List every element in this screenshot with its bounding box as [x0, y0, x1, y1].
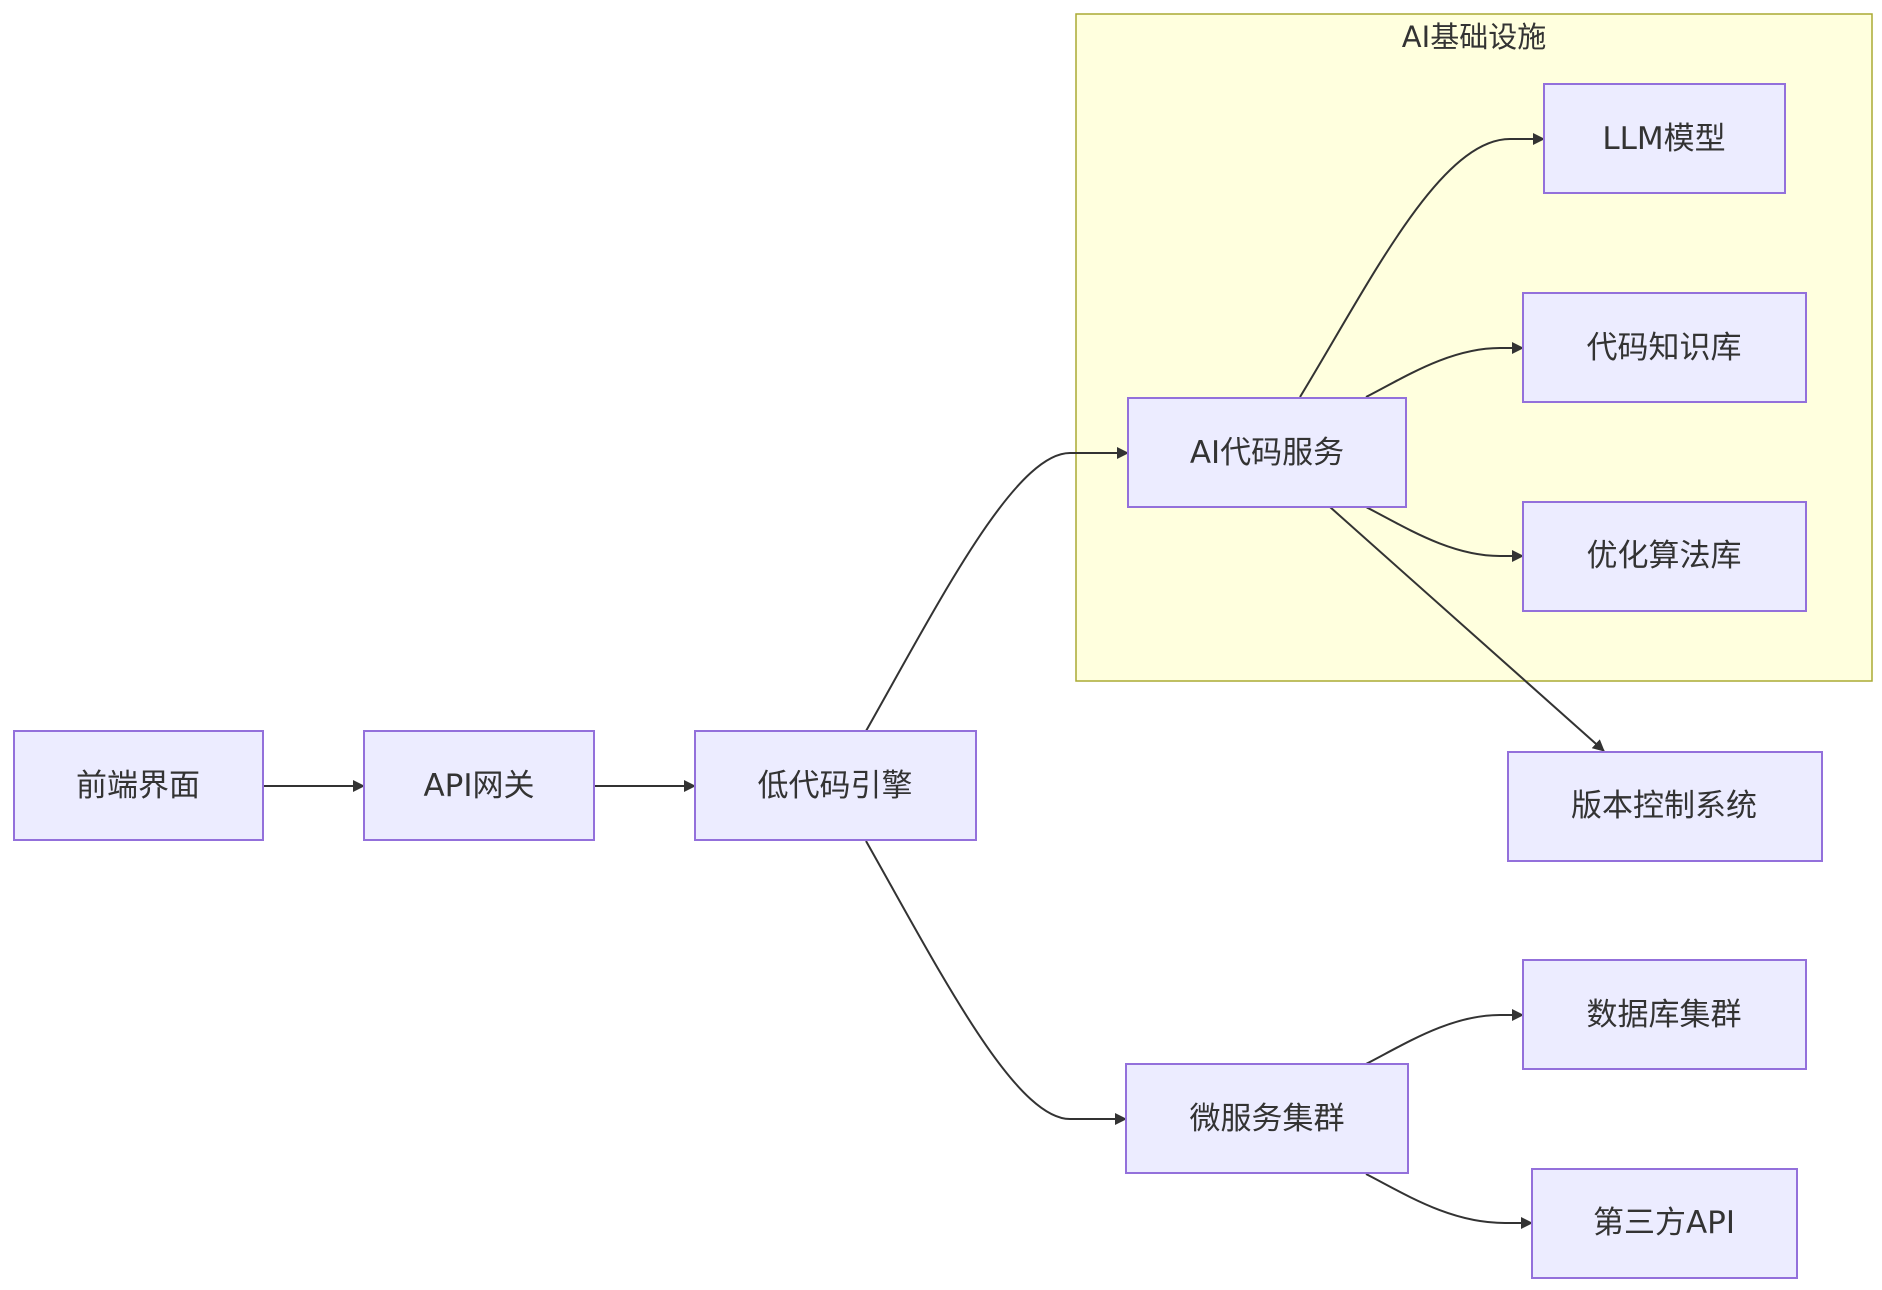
- node-label: LLM模型: [1602, 121, 1725, 157]
- node-label: 版本控制系统: [1571, 788, 1757, 824]
- edge-ai-code-llm: [1299, 133, 1545, 398]
- node-lowcode: 低代码引擎: [694, 730, 977, 841]
- node-label: 前端界面: [76, 768, 200, 804]
- node-label: API网关: [423, 768, 534, 804]
- node-label: 代码知识库: [1587, 330, 1742, 366]
- node-box: [1522, 501, 1807, 612]
- node-box: [1543, 83, 1786, 194]
- node-label: 优化算法库: [1587, 538, 1742, 574]
- node-label: 微服务集群: [1190, 1101, 1345, 1137]
- edge-ai-code-vcs: [1329, 506, 1605, 752]
- node-micro: 微服务集群: [1125, 1063, 1409, 1174]
- node-label: 数据库集群: [1587, 997, 1742, 1033]
- node-vcs: 版本控制系统: [1507, 751, 1823, 862]
- node-box: [1507, 751, 1823, 862]
- node-ai-code: AI代码服务: [1127, 397, 1407, 508]
- node-box: [1125, 1063, 1409, 1174]
- cluster-label: AI基础设施: [1402, 20, 1546, 54]
- node-box: [1522, 959, 1807, 1070]
- edge-lowcode-ai-code: [865, 447, 1129, 732]
- node-optimize: 优化算法库: [1522, 501, 1807, 612]
- node-box: [13, 730, 264, 841]
- node-box: [1127, 397, 1407, 508]
- node-thirdparty: 第三方API: [1531, 1168, 1798, 1279]
- node-label: AI代码服务: [1190, 435, 1344, 471]
- edge-micro-database: [1365, 1009, 1524, 1065]
- edge-micro-thirdparty: [1365, 1173, 1533, 1229]
- node-label: 第三方API: [1593, 1205, 1735, 1241]
- node-box: [1522, 292, 1807, 403]
- node-llm: LLM模型: [1543, 83, 1786, 194]
- node-gateway: API网关: [363, 730, 595, 841]
- edge-lowcode-micro: [865, 840, 1127, 1125]
- node-database: 数据库集群: [1522, 959, 1807, 1070]
- node-label: 低代码引擎: [758, 768, 913, 804]
- node-box: [363, 730, 595, 841]
- edge-ai-code-optimize: [1365, 506, 1524, 562]
- edge-ai-code-knowledge: [1365, 342, 1524, 398]
- edges: [263, 133, 1605, 1229]
- node-frontend: 前端界面: [13, 730, 264, 841]
- node-knowledge: 代码知识库: [1522, 292, 1807, 403]
- node-box: [1531, 1168, 1798, 1279]
- node-box: [694, 730, 977, 841]
